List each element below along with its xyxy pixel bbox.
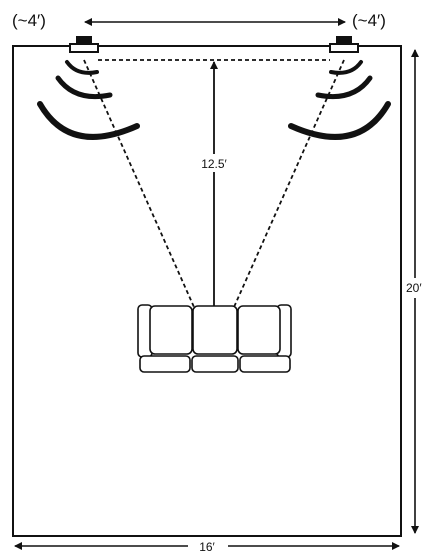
- left-sound-waves: [37, 60, 140, 140]
- room-outline: [12, 45, 402, 537]
- right-speaker-to-listener-dashed: [213, 59, 345, 353]
- speaker-icon: [69, 36, 99, 53]
- room-width-label: 16′: [199, 540, 215, 554]
- sofa-icon: [137, 304, 292, 373]
- speaker-icon: [329, 36, 359, 53]
- left-speaker-to-listener-dashed: [83, 59, 215, 353]
- listening-distance-label: 12.5′: [201, 157, 227, 171]
- room-length-label: 20′: [406, 281, 422, 295]
- right-sound-waves: [288, 60, 391, 140]
- left-speaker-distance-label: (~4′): [12, 11, 46, 30]
- right-speaker-distance-label: (~4′): [352, 11, 386, 30]
